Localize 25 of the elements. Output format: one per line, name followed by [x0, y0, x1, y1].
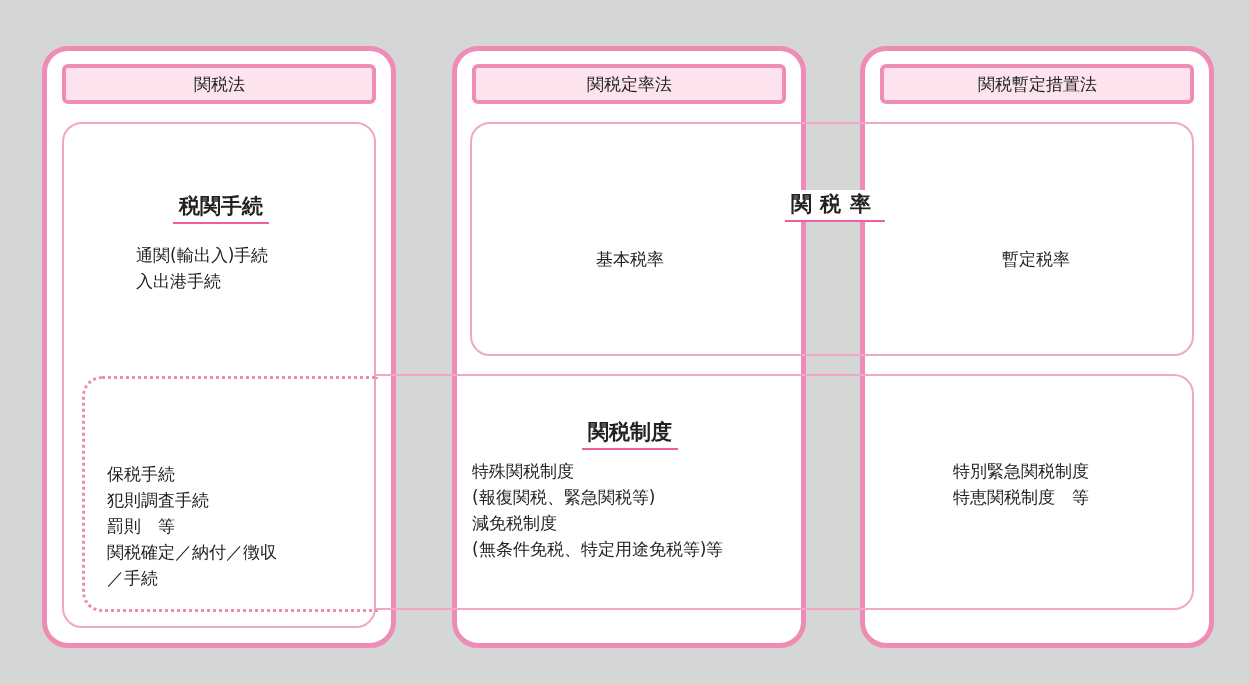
item-text: 保税手続	[107, 463, 175, 486]
rounded-panel	[62, 122, 376, 628]
item-text: 入出港手続	[136, 270, 221, 293]
section-heading: 関税率	[784, 190, 886, 222]
dotted-region	[82, 376, 378, 612]
overlap-band	[376, 374, 1194, 610]
item-text: 減免税制度	[472, 512, 557, 535]
item-text: 特殊関税制度	[472, 460, 574, 483]
item-text: (無条件免税、特定用途免税等)等	[472, 538, 724, 561]
item-text: 犯則調査手続	[107, 489, 209, 512]
header-band: 関税法	[62, 64, 376, 104]
item-text: 暫定税率	[1002, 248, 1070, 271]
law-column	[42, 46, 396, 648]
item-text: 罰則 等	[107, 515, 175, 538]
item-text: 通関(輸出入)手続	[136, 244, 269, 267]
section-heading: 税関手続	[173, 192, 269, 224]
header-band: 関税定率法	[472, 64, 786, 104]
item-text: 基本税率	[596, 248, 664, 271]
item-text: (報復関税、緊急関税等)	[472, 486, 656, 509]
header-band: 関税暫定措置法	[880, 64, 1194, 104]
rounded-panel	[470, 122, 1194, 356]
item-text: 特別緊急関税制度	[953, 460, 1089, 483]
item-text: 関税確定／納付／徴収／手続	[107, 541, 278, 590]
section-heading: 関税制度	[582, 418, 678, 450]
item-text: 特恵関税制度 等	[953, 486, 1089, 509]
